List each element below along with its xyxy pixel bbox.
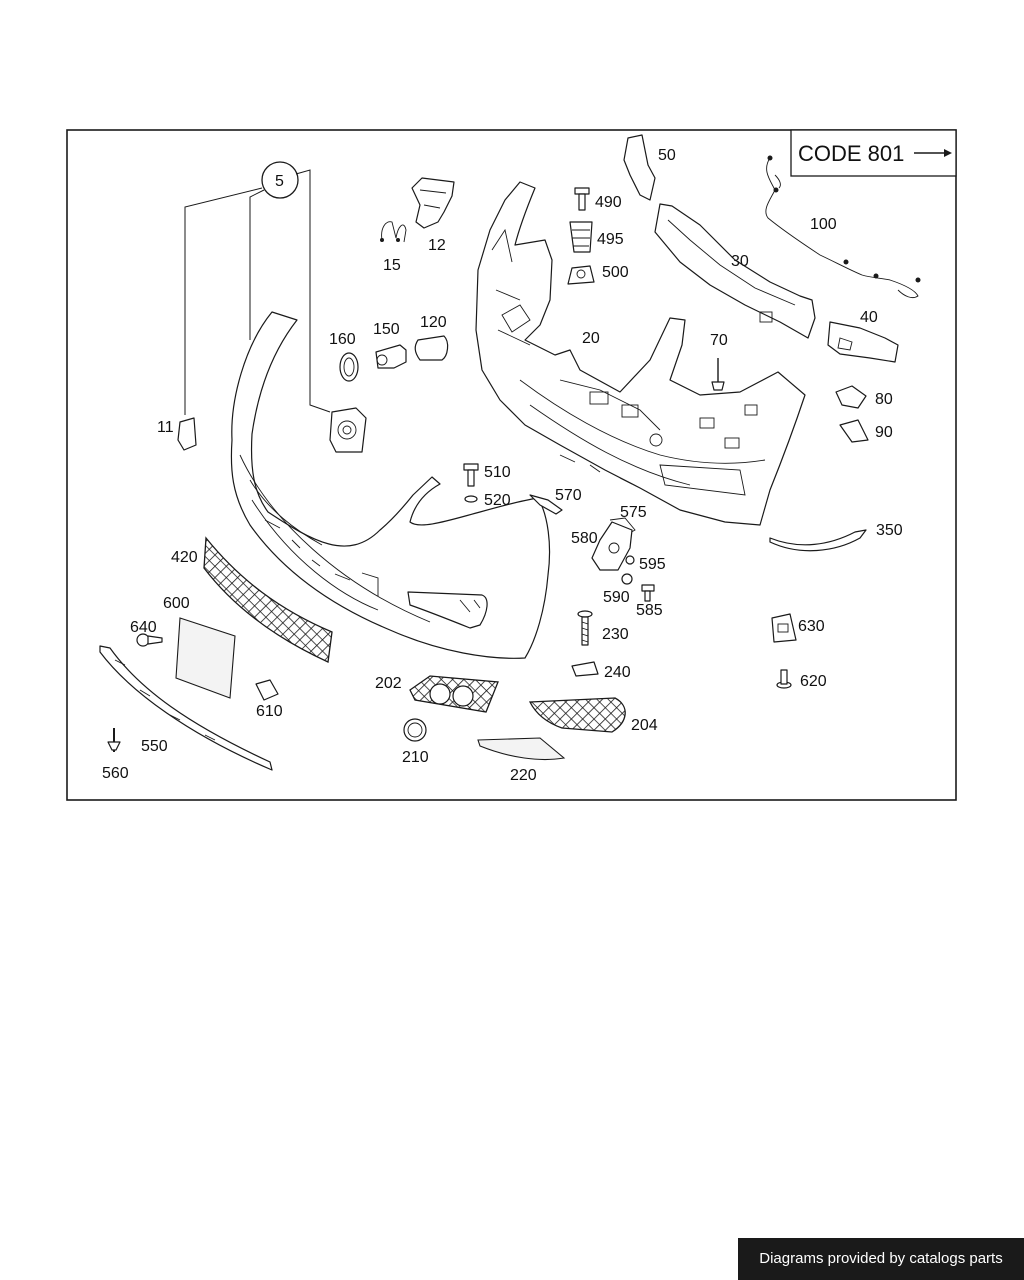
label-590: 590: [603, 589, 630, 606]
bumper-cover: [230, 311, 551, 659]
label-50: 50: [658, 147, 676, 164]
tow-hook-cover: [177, 417, 197, 451]
clip-90: [839, 419, 869, 443]
label-580: 580: [571, 530, 598, 547]
label-550: 550: [141, 738, 168, 755]
label-160: 160: [329, 331, 356, 348]
label-90: 90: [875, 424, 893, 441]
screw-230: [577, 610, 593, 646]
label-120: 120: [420, 314, 447, 331]
plate-600: [175, 617, 236, 699]
label-575: 575: [620, 504, 647, 521]
lower-grille: [203, 536, 333, 663]
fog-grille-right: [528, 697, 626, 733]
label-495: 495: [597, 231, 624, 248]
wiring-harness: [765, 155, 921, 299]
label-230: 230: [602, 626, 629, 643]
impact-absorber: [654, 203, 816, 339]
label-202: 202: [375, 675, 402, 692]
label-500: 500: [602, 264, 629, 281]
label-11: 11: [157, 419, 174, 436]
trim-strip-350: [769, 529, 867, 552]
label-150: 150: [373, 321, 400, 338]
label-240: 240: [604, 664, 631, 681]
nut-595: [625, 555, 635, 565]
bracket-630: [771, 613, 797, 643]
label-600: 600: [163, 595, 190, 612]
absorber-40: [827, 321, 899, 363]
clip-15: [380, 221, 407, 243]
parking-sensor-150: [375, 344, 407, 369]
clip-500: [567, 265, 595, 285]
arrow-right-icon: [944, 149, 952, 157]
bolt-510: [463, 463, 479, 487]
label-100: 100: [810, 216, 837, 233]
fog-trim-220: [477, 737, 566, 760]
label-640: 640: [130, 619, 157, 636]
label-220: 220: [510, 767, 537, 784]
label-585: 585: [636, 602, 663, 619]
credit-banner: Diagrams provided by catalogs parts: [738, 1238, 1024, 1280]
code-label: CODE 801: [798, 141, 904, 166]
rivet-70: [711, 358, 725, 391]
ring-160: [339, 352, 359, 382]
fog-grille-left: [409, 675, 499, 713]
label-630: 630: [798, 618, 825, 635]
screw-585: [641, 584, 655, 602]
callout-number: 5: [275, 173, 284, 190]
label-350: 350: [876, 522, 903, 539]
part-labels: 11 12 15 20 30 40 50 70 80 90 100 120 15…: [102, 147, 903, 784]
screw-620: [776, 669, 792, 689]
label-80: 80: [875, 391, 893, 408]
code-box: CODE 801: [790, 129, 957, 177]
label-70: 70: [710, 332, 728, 349]
washer-590: [621, 573, 633, 585]
label-595: 595: [639, 556, 666, 573]
retainer-580: [591, 521, 633, 571]
label-520: 520: [484, 492, 511, 509]
fog-ring-210: [403, 718, 427, 742]
label-620: 620: [800, 673, 827, 690]
label-20: 20: [582, 330, 600, 347]
bracket-50: [623, 134, 656, 201]
label-490: 490: [595, 194, 622, 211]
label-510: 510: [484, 464, 511, 481]
label-420: 420: [171, 549, 198, 566]
sensor-cap-120: [414, 335, 449, 361]
diagram-frame: [66, 129, 957, 801]
label-15: 15: [383, 257, 401, 274]
clip-610: [255, 679, 279, 701]
bumper-carrier: [475, 181, 806, 526]
pin-560: [107, 728, 121, 752]
sensor-holder: [329, 407, 367, 453]
label-12: 12: [428, 237, 446, 254]
clip-240: [571, 661, 599, 677]
screw-640: [136, 633, 163, 647]
label-560: 560: [102, 765, 129, 782]
clip-80: [835, 385, 867, 409]
label-40: 40: [860, 309, 878, 326]
label-204: 204: [631, 717, 658, 734]
washer-520: [464, 495, 478, 503]
label-210: 210: [402, 749, 429, 766]
label-610: 610: [256, 703, 283, 720]
callout-group-5: 5: [184, 161, 331, 415]
bump-stop-495: [569, 221, 593, 253]
label-30: 30: [731, 253, 749, 270]
bracket-570: [529, 494, 563, 515]
label-570: 570: [555, 487, 582, 504]
sensor-bracket-12: [411, 177, 455, 229]
bolt-490: [574, 187, 590, 211]
spoiler-strip: [99, 645, 273, 771]
